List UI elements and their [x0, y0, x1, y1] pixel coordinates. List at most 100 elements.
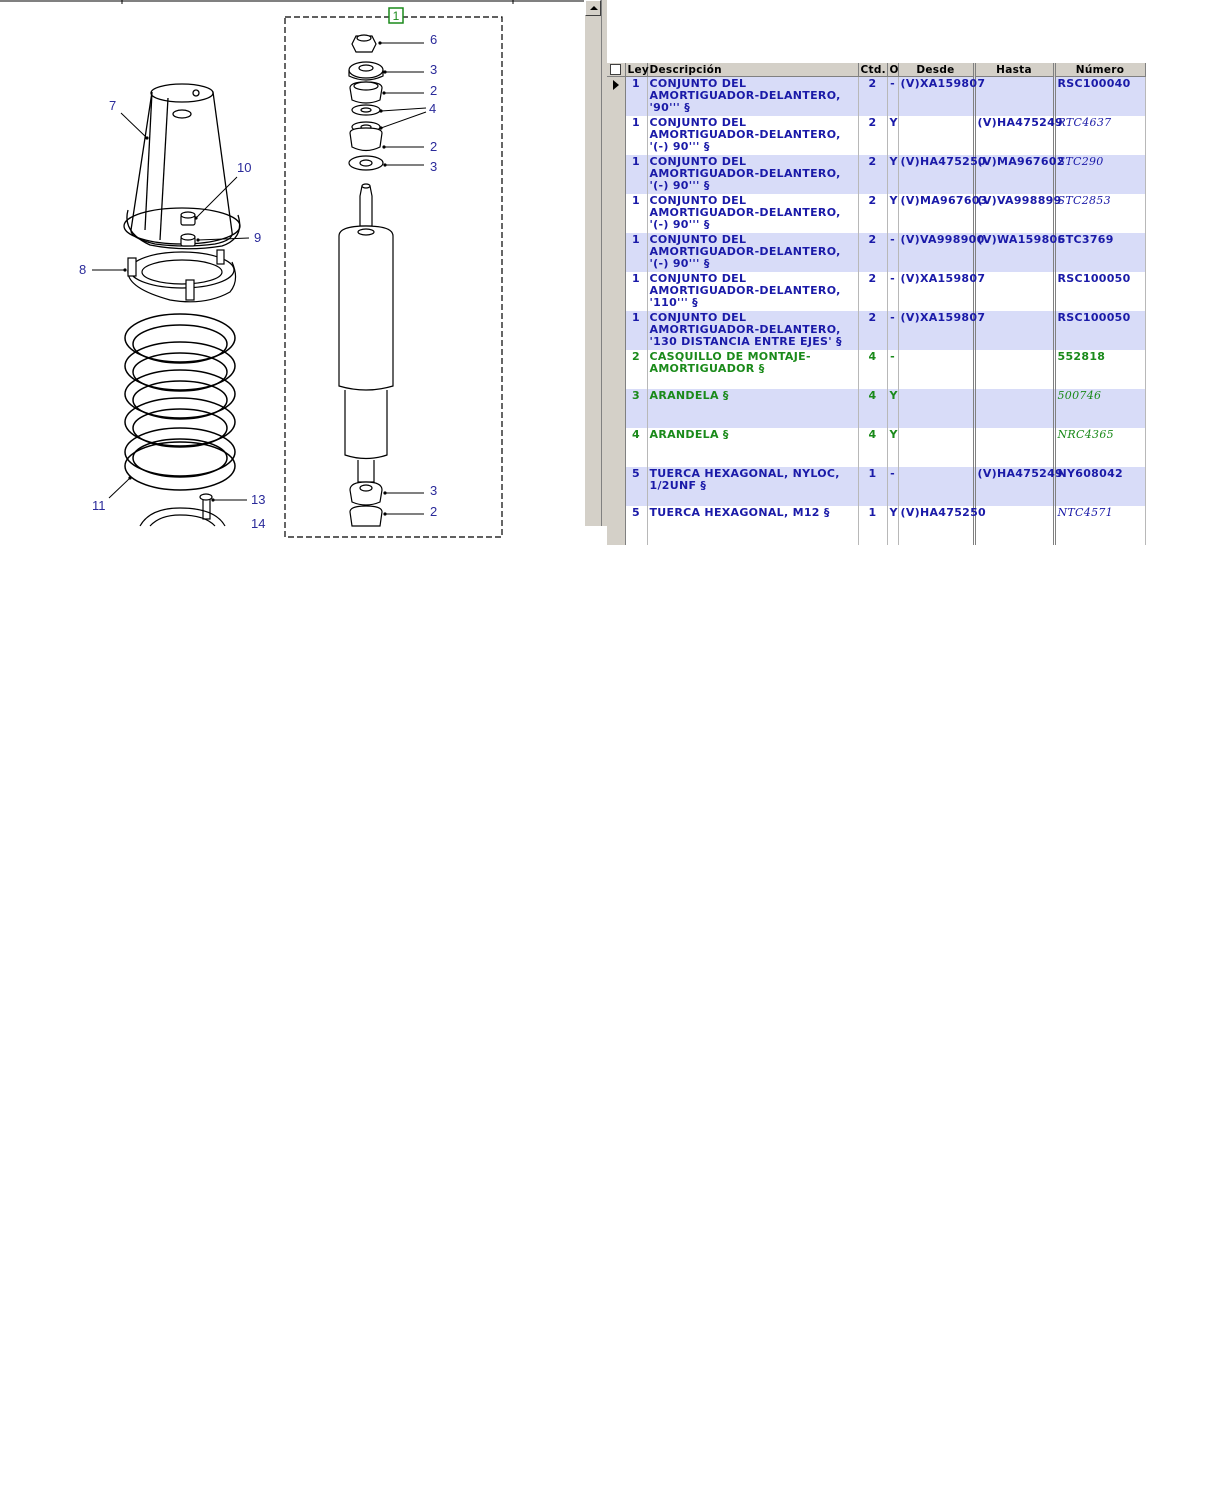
description-cell: CONJUNTO DEL AMORTIGUADOR-DELANTERO, '13… — [647, 311, 859, 350]
description-cell: CONJUNTO DEL AMORTIGUADOR-DELANTERO, '11… — [647, 272, 859, 311]
option-cell: - — [887, 233, 899, 272]
to-vin-cell: (V)MA967602 — [972, 155, 1064, 194]
callout-6[interactable]: 6 — [430, 32, 437, 47]
row-selector[interactable] — [607, 116, 626, 155]
callout-9[interactable]: 9 — [254, 230, 261, 245]
qty-cell: 2 — [858, 233, 888, 272]
option-cell: Y — [887, 389, 899, 428]
row-selector[interactable] — [607, 311, 626, 350]
ley-cell: 1 — [625, 76, 648, 116]
qty-cell: 4 — [858, 350, 888, 389]
description-cell: CONJUNTO DEL AMORTIGUADOR-DELANTERO, '(-… — [647, 155, 859, 194]
row-selector[interactable] — [607, 76, 626, 116]
callout-2-bottom[interactable]: 2 — [430, 504, 437, 519]
from-vin-cell: (V)MA967603 — [898, 194, 987, 233]
part-number-cell: STC3769 — [1052, 233, 1146, 272]
callout-11[interactable]: 11 — [92, 498, 106, 513]
coil-spring — [124, 313, 236, 491]
callout-8[interactable]: 8 — [79, 262, 86, 277]
col-header-ctd[interactable]: Ctd. — [858, 63, 888, 77]
description-cell: CONJUNTO DEL AMORTIGUADOR-DELANTERO, '90… — [647, 76, 859, 116]
callout-10[interactable]: 10 — [237, 160, 251, 175]
to-vin-cell — [972, 76, 1055, 116]
qty-cell: 2 — [858, 155, 888, 194]
row-selector[interactable] — [607, 389, 626, 428]
ley-cell: 1 — [625, 233, 648, 272]
diagram-vertical-scrollbar[interactable] — [584, 0, 601, 526]
col-header-descripcion[interactable]: Descripción — [647, 63, 859, 77]
col-header-desde[interactable]: Desde — [898, 63, 975, 77]
ley-cell: 5 — [625, 506, 648, 545]
col-header-hasta[interactable]: Hasta — [972, 63, 1055, 77]
row-selector[interactable] — [607, 467, 626, 506]
row-selector[interactable] — [607, 233, 626, 272]
to-vin-cell — [972, 311, 1055, 350]
grid-header-row: Ley Descripción Ctd. O Desde Hasta Númer… — [607, 63, 1146, 77]
part-number-cell: 552818 — [1052, 350, 1146, 389]
callout-4[interactable]: 4 — [429, 101, 436, 116]
option-cell: - — [887, 272, 899, 311]
part-number-cell: RSC100040 — [1052, 76, 1146, 116]
option-cell: Y — [887, 428, 899, 467]
current-row-arrow-icon — [612, 80, 619, 90]
ley-cell: 1 — [625, 155, 648, 194]
callout-7[interactable]: 7 — [109, 98, 116, 113]
part-number-cell: NRC4365 — [1052, 428, 1146, 467]
to-vin-cell — [972, 272, 1055, 311]
col-header-ley[interactable]: Ley — [625, 63, 649, 77]
callout-3-bottom[interactable]: 3 — [430, 483, 437, 498]
row-selector[interactable] — [607, 506, 626, 545]
part-number-cell: NTC4571 — [1052, 506, 1146, 545]
qty-cell: 2 — [858, 272, 888, 311]
exploded-parts-diagram[interactable]: 1 — [0, 0, 584, 538]
row-selector[interactable] — [607, 194, 626, 233]
to-vin-cell — [972, 506, 1055, 545]
row-selector[interactable] — [607, 272, 626, 311]
row-selector[interactable] — [607, 350, 626, 389]
callout-3[interactable]: 3 — [430, 62, 437, 77]
ley-cell: 4 — [625, 428, 648, 467]
description-cell: TUERCA HEXAGONAL, NYLOC, 1/2UNF § — [647, 467, 859, 506]
pane-splitter[interactable] — [601, 0, 607, 526]
to-vin-cell — [972, 350, 1055, 389]
callout-2-lower[interactable]: 2 — [430, 139, 437, 154]
row-selector[interactable] — [607, 428, 626, 467]
from-vin-cell: (V)XA159807 — [898, 272, 985, 311]
to-vin-cell: (V)HA475249 — [972, 467, 1063, 506]
callout-2[interactable]: 2 — [430, 83, 437, 98]
checkbox-icon[interactable] — [610, 64, 622, 75]
col-header-o[interactable]: O — [887, 63, 899, 77]
group-label-box — [388, 7, 404, 24]
row-selector[interactable] — [607, 155, 626, 194]
option-cell: Y — [887, 155, 899, 194]
option-cell: Y — [887, 116, 899, 155]
part-number-cell: NY608042 — [1052, 467, 1146, 506]
group-label: 1 — [393, 9, 400, 23]
col-header-numero[interactable]: Número — [1052, 63, 1146, 77]
to-vin-cell: (V)HA475249 — [972, 116, 1063, 155]
from-vin-cell: (V)XA159807 — [898, 311, 985, 350]
qty-cell: 4 — [858, 428, 888, 467]
ley-cell: 5 — [625, 467, 648, 506]
scroll-up-arrow-icon[interactable] — [585, 0, 601, 16]
ley-cell: 1 — [625, 272, 648, 311]
select-all-checkbox[interactable] — [607, 63, 626, 77]
part-number-cell: RSC100050 — [1052, 311, 1146, 350]
callout-3-lower[interactable]: 3 — [430, 159, 437, 174]
callout-14[interactable]: 14 — [251, 516, 265, 531]
callout-13[interactable]: 13 — [251, 492, 265, 507]
option-cell: Y — [887, 194, 899, 233]
description-cell: CASQUILLO DE MONTAJE-AMORTIGUADOR § — [647, 350, 859, 389]
